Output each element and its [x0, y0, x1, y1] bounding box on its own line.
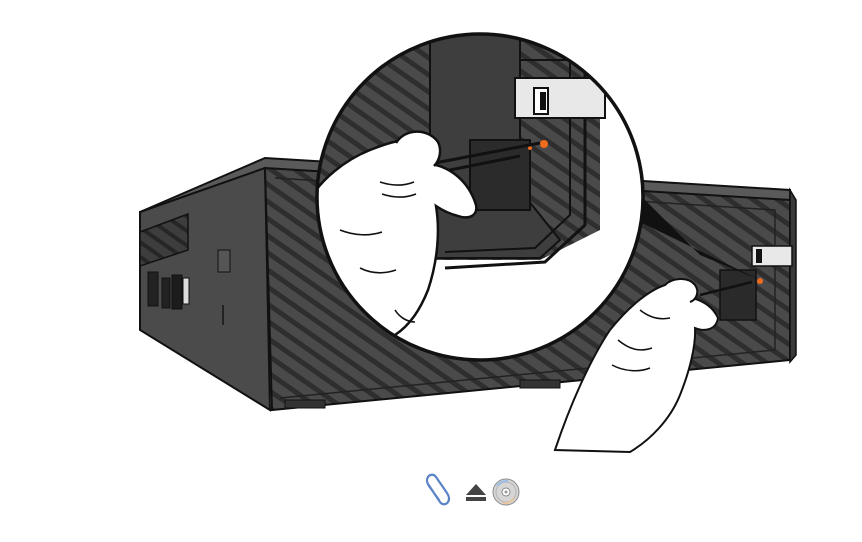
- paperclip-icon: [427, 475, 449, 505]
- eject-hole-marker: [757, 278, 763, 284]
- eject-icon: [466, 484, 486, 501]
- eject-hole-zoomed: [540, 140, 548, 148]
- disc-icon: [493, 479, 519, 505]
- icon-row: [418, 472, 528, 512]
- console-side-panel: [140, 168, 270, 410]
